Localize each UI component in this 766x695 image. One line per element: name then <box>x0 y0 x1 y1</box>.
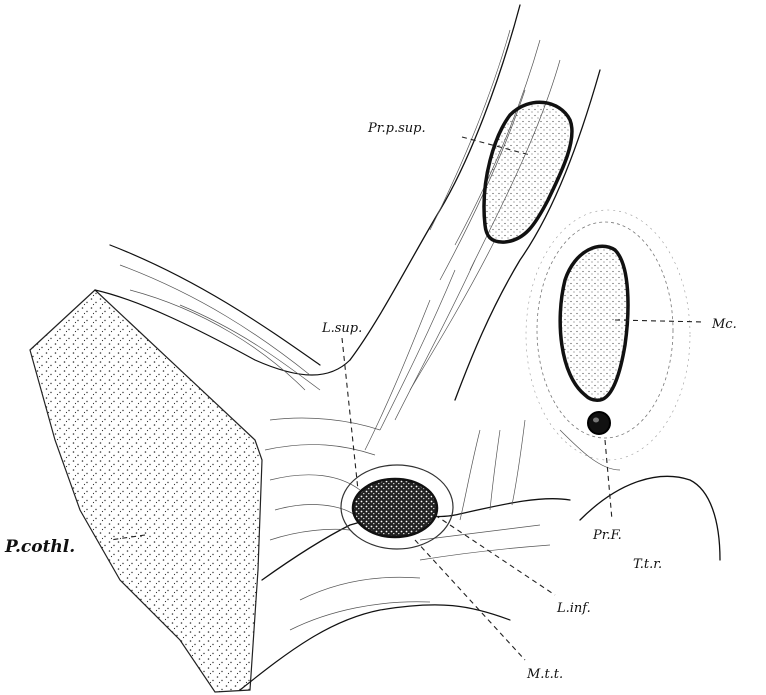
p-cothl-region <box>30 290 262 692</box>
label-l-inf: L.inf. <box>556 601 591 616</box>
pr-f-dot-highlight <box>593 418 599 423</box>
label-mc: Mc. <box>711 317 737 332</box>
label-l-sup: L.sup. <box>321 321 362 336</box>
label-m-t-t: M.t.t. <box>526 667 563 682</box>
label-pr-p-sup: Pr.p.sup. <box>367 121 426 136</box>
label-pr-f: Pr.F. <box>592 528 622 543</box>
label-p-cothl: P.cothl. <box>4 537 75 557</box>
pr-p-sup-body <box>484 102 572 242</box>
mc-body <box>560 246 628 400</box>
pr-f-dot <box>588 412 610 434</box>
l-inf-body <box>353 479 437 537</box>
label-t-t-r: T.t.r. <box>633 557 662 572</box>
